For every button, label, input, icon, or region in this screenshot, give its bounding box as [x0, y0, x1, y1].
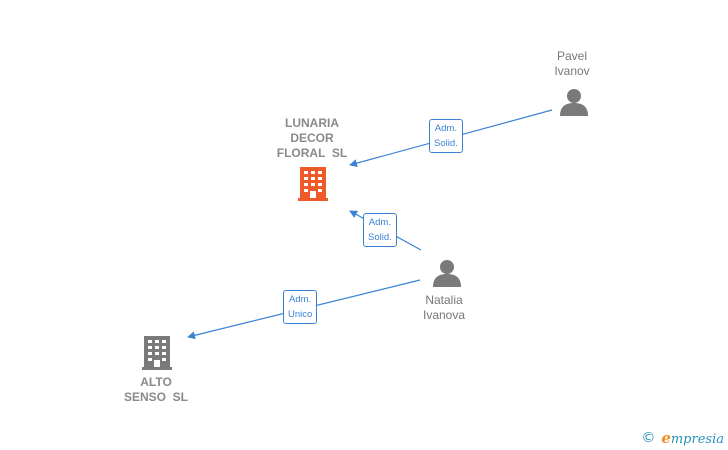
- person-icon[interactable]: [560, 89, 588, 116]
- building-icon[interactable]: [298, 167, 328, 201]
- company-label-alto-senso[interactable]: ALTO SENSO SL: [123, 375, 188, 404]
- company-label-lunaria[interactable]: LUNARIA DECOR FLORAL SL: [276, 116, 348, 160]
- person-label-pavel[interactable]: Pavel Ivanov: [554, 49, 590, 78]
- edge-label-natalia-alto: Adm. Unico: [283, 290, 318, 324]
- empresia-logo[interactable]: empresia: [661, 429, 724, 447]
- person-label-natalia[interactable]: Natalia Ivanova: [422, 293, 466, 322]
- building-icon[interactable]: [142, 336, 172, 370]
- edge-label-natalia-lunaria: Adm. Solid.: [363, 213, 397, 247]
- copyright-icon: ©: [641, 430, 656, 446]
- person-icon[interactable]: [433, 260, 461, 287]
- edge-label-pavel-lunaria: Adm. Solid.: [429, 119, 463, 153]
- footer-branding: © empresia: [641, 428, 724, 448]
